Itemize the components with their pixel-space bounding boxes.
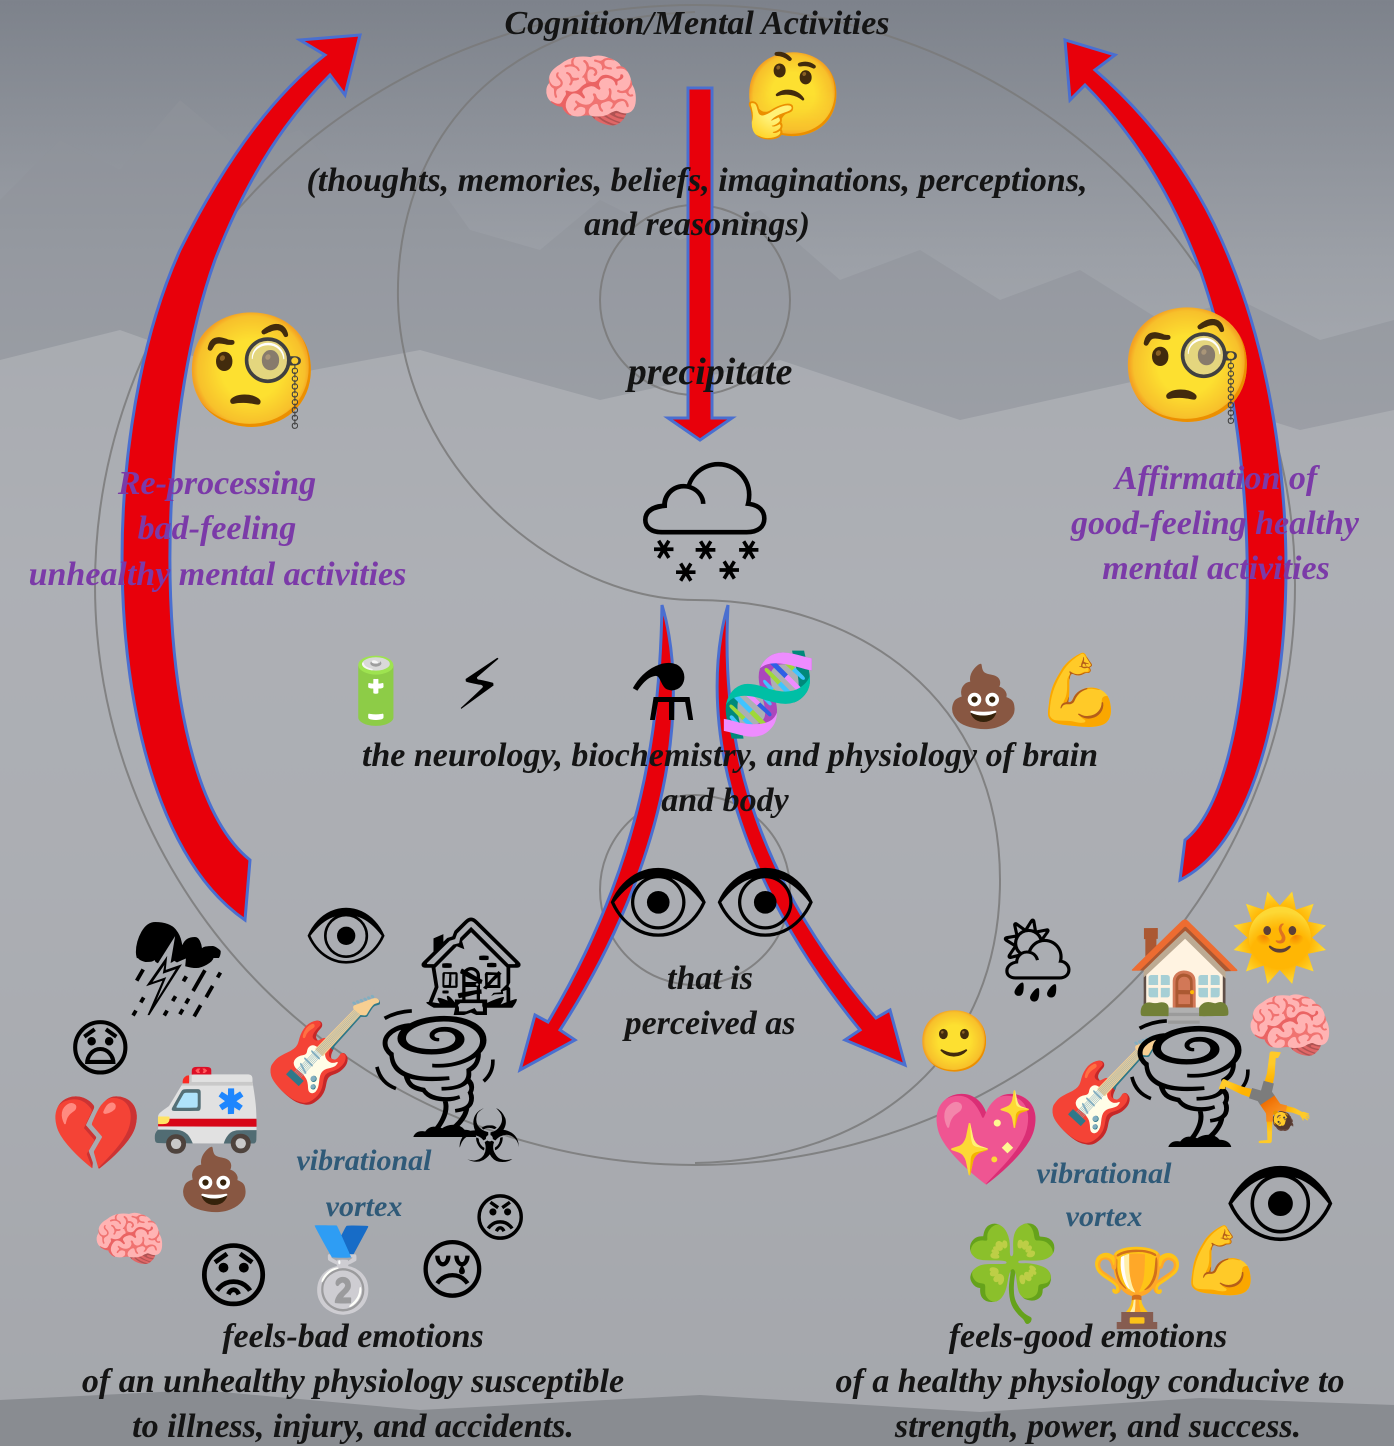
second-place-medal-icon: 🥈 xyxy=(293,1223,393,1316)
derelict-house-icon: 🏚 xyxy=(410,910,532,1022)
crying-face-icon: 😢 xyxy=(418,1232,487,1309)
right-label-line-1: Affirmation of xyxy=(1114,460,1318,497)
perceived-label-line-1: that is xyxy=(667,960,753,997)
tuning-fork-left-icon: 🎸 xyxy=(263,991,388,1108)
good-caption-line-2: of a healthy physiology conducive to xyxy=(835,1363,1345,1400)
left-label-line-1: Re-processing xyxy=(117,465,317,502)
split-arrow-left xyxy=(517,604,675,1074)
tornado-right-icon: 🌪 xyxy=(1110,1009,1270,1156)
good-caption-line-1: feels-good emotions xyxy=(948,1318,1228,1355)
left-label-line-2: bad-feeling xyxy=(137,510,297,547)
eye-good-icon: 👁 xyxy=(1222,1150,1339,1257)
vortex-right-line-1: vibrational xyxy=(1036,1157,1172,1190)
tornado-left-icon: 🌪 xyxy=(355,999,515,1146)
house-icon: 🏠 xyxy=(1125,914,1245,1026)
biohazard-icon: ☣ xyxy=(456,1094,523,1180)
worried-face-icon: 😧 xyxy=(68,1012,133,1085)
sun-face-icon: 🌞 xyxy=(1230,891,1330,984)
page-title: Cognition/Mental Activities xyxy=(504,5,890,42)
low-battery-icon: 🔋 xyxy=(336,655,416,729)
right-label-line-2: good-feeling healthy xyxy=(1070,505,1360,542)
left-cycle-arrow xyxy=(120,33,362,923)
muscle-good-icon: 💪 xyxy=(1180,1222,1263,1299)
lightning-icon: ⚡ xyxy=(455,644,505,726)
right-cycle-arrow xyxy=(1063,37,1288,883)
vortex-left-line-1: vibrational xyxy=(296,1144,432,1177)
trophy-icon: 🏆 xyxy=(1090,1243,1185,1332)
smiling-face-icon: 🙂 xyxy=(917,1007,992,1077)
flexed-muscle-icon: 💪 xyxy=(1036,649,1124,731)
right-label-line-3: mental activities xyxy=(1102,550,1330,587)
poo-icon: 💩 xyxy=(946,662,1021,732)
broken-brain-icon: 🧠 xyxy=(92,1205,167,1275)
gymnast-icon: 🤸 xyxy=(1212,1048,1317,1146)
thinking-face-icon: 🤔 xyxy=(742,48,845,143)
storm-cloud-icon: ⛈ xyxy=(130,902,226,1041)
broken-heart-icon: 💔 xyxy=(50,1091,143,1177)
eye-right-icon: 👁 xyxy=(712,853,819,951)
monocle-sad-face-icon: 🧐 xyxy=(182,306,322,436)
eye-left-icon: 👁 xyxy=(605,853,712,951)
perceived-label-line-2: perceived as xyxy=(624,1005,796,1042)
good-caption-line-3: strength, power, and success. xyxy=(894,1408,1302,1445)
physiology-label-line-1: the neurology, biochemistry, and physiol… xyxy=(361,737,1099,774)
yin-yang-upper-curve xyxy=(396,11,696,601)
lower-eye-circle xyxy=(599,794,791,986)
four-leaf-clover-icon: 🍀 xyxy=(955,1220,1070,1327)
tuning-fork-right-icon: 🎸 xyxy=(1045,1031,1170,1148)
snow-cloud-icon: 🌨 xyxy=(630,452,780,590)
angry-face-icon: 😡 xyxy=(473,1189,528,1249)
brain-icon: 🧠 xyxy=(540,45,643,140)
sad-face-icon: 😟 xyxy=(196,1234,272,1318)
bad-caption-line-3: to illness, injury, and accidents. xyxy=(132,1408,574,1445)
precipitate-arrow xyxy=(663,86,737,442)
brain-good-icon: 🧠 xyxy=(1245,984,1335,1068)
cognition-list-line-1: (thoughts, memories, beliefs, imaginatio… xyxy=(306,162,1088,199)
poo-small-icon: 💩 xyxy=(177,1145,252,1215)
yin-yang-lower-curve xyxy=(694,599,1002,1164)
vortex-left-line-2: vortex xyxy=(325,1190,403,1223)
bad-caption-line-2: of an unhealthy physiology susceptible xyxy=(81,1363,625,1400)
vortex-right-line-2: vortex xyxy=(1065,1200,1143,1233)
precipitate-label: precipitate xyxy=(627,351,793,393)
monocle-happy-face-icon: 🧐 xyxy=(1118,301,1258,431)
dna-icon: 🧬 xyxy=(718,648,818,741)
split-arrow-right xyxy=(715,604,908,1068)
left-label-line-3: unhealthy mental activities xyxy=(28,556,407,593)
flask-icon: ⚗ xyxy=(628,649,698,739)
cognition-list-line-2: and reasonings) xyxy=(584,206,810,243)
ambulance-icon: 🚑 xyxy=(150,1052,263,1157)
outer-cycle-circle xyxy=(94,4,1296,1166)
eye-icon: 👁 xyxy=(303,897,390,976)
sun-behind-rain-cloud-icon: 🌦 xyxy=(985,913,1090,1008)
bad-caption-line-1: feels-bad emotions xyxy=(222,1318,484,1355)
physiology-label-line-2: and body xyxy=(661,782,789,819)
sparkling-heart-icon: 💖 xyxy=(930,1087,1043,1192)
